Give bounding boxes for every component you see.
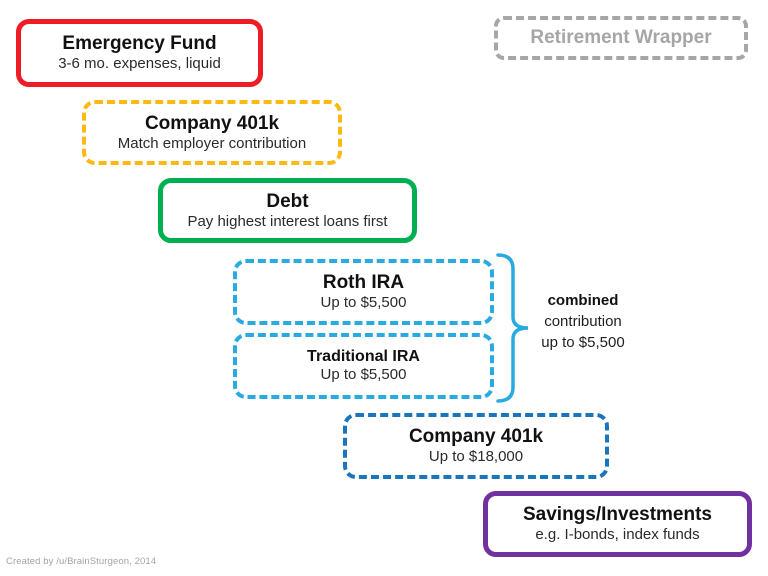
- box-retirement-wrapper: Retirement Wrapper: [494, 16, 748, 60]
- box-subtitle: Up to $5,500: [320, 294, 407, 312]
- box-subtitle: 3-6 mo. expenses, liquid: [58, 55, 221, 73]
- box-title: Company 401k: [408, 426, 544, 448]
- box-company-401k-max: Company 401k Up to $18,000: [343, 413, 609, 479]
- note-line: combined: [547, 292, 619, 309]
- note-line: contribution: [544, 313, 622, 330]
- credit-text: Created by /u/BrainSturgeon, 2014: [6, 556, 157, 567]
- box-subtitle: Up to $5,500: [320, 366, 407, 384]
- box-roth-ira: Roth IRA Up to $5,500: [233, 259, 494, 325]
- box-title: Roth IRA: [322, 272, 405, 294]
- box-savings-investments: Savings/Investments e.g. I-bonds, index …: [483, 491, 752, 557]
- retirement-wrapper-label: Retirement Wrapper: [530, 27, 712, 49]
- right-brace-icon: [496, 253, 529, 403]
- box-title: Company 401k: [144, 112, 280, 134]
- box-traditional-ira: Traditional IRA Up to $5,500: [233, 333, 494, 399]
- box-company-401k-match: Company 401k Match employer contribution: [82, 100, 342, 165]
- box-subtitle: Up to $18,000: [428, 448, 524, 466]
- box-subtitle: e.g. I-bonds, index funds: [535, 526, 700, 544]
- box-subtitle: Pay highest interest loans first: [187, 212, 388, 230]
- box-title: Traditional IRA: [307, 347, 420, 365]
- box-debt: Debt Pay highest interest loans first: [158, 178, 417, 243]
- note-line: up to $5,500: [541, 334, 625, 351]
- box-title: Emergency Fund: [62, 33, 217, 55]
- box-title: Debt: [266, 190, 309, 212]
- box-subtitle: Match employer contribution: [117, 134, 307, 152]
- box-title: Savings/Investments: [522, 504, 713, 526]
- box-emergency-fund: Emergency Fund 3-6 mo. expenses, liquid: [16, 19, 263, 87]
- combined-contribution-note: combined contribution up to $5,500: [524, 290, 642, 353]
